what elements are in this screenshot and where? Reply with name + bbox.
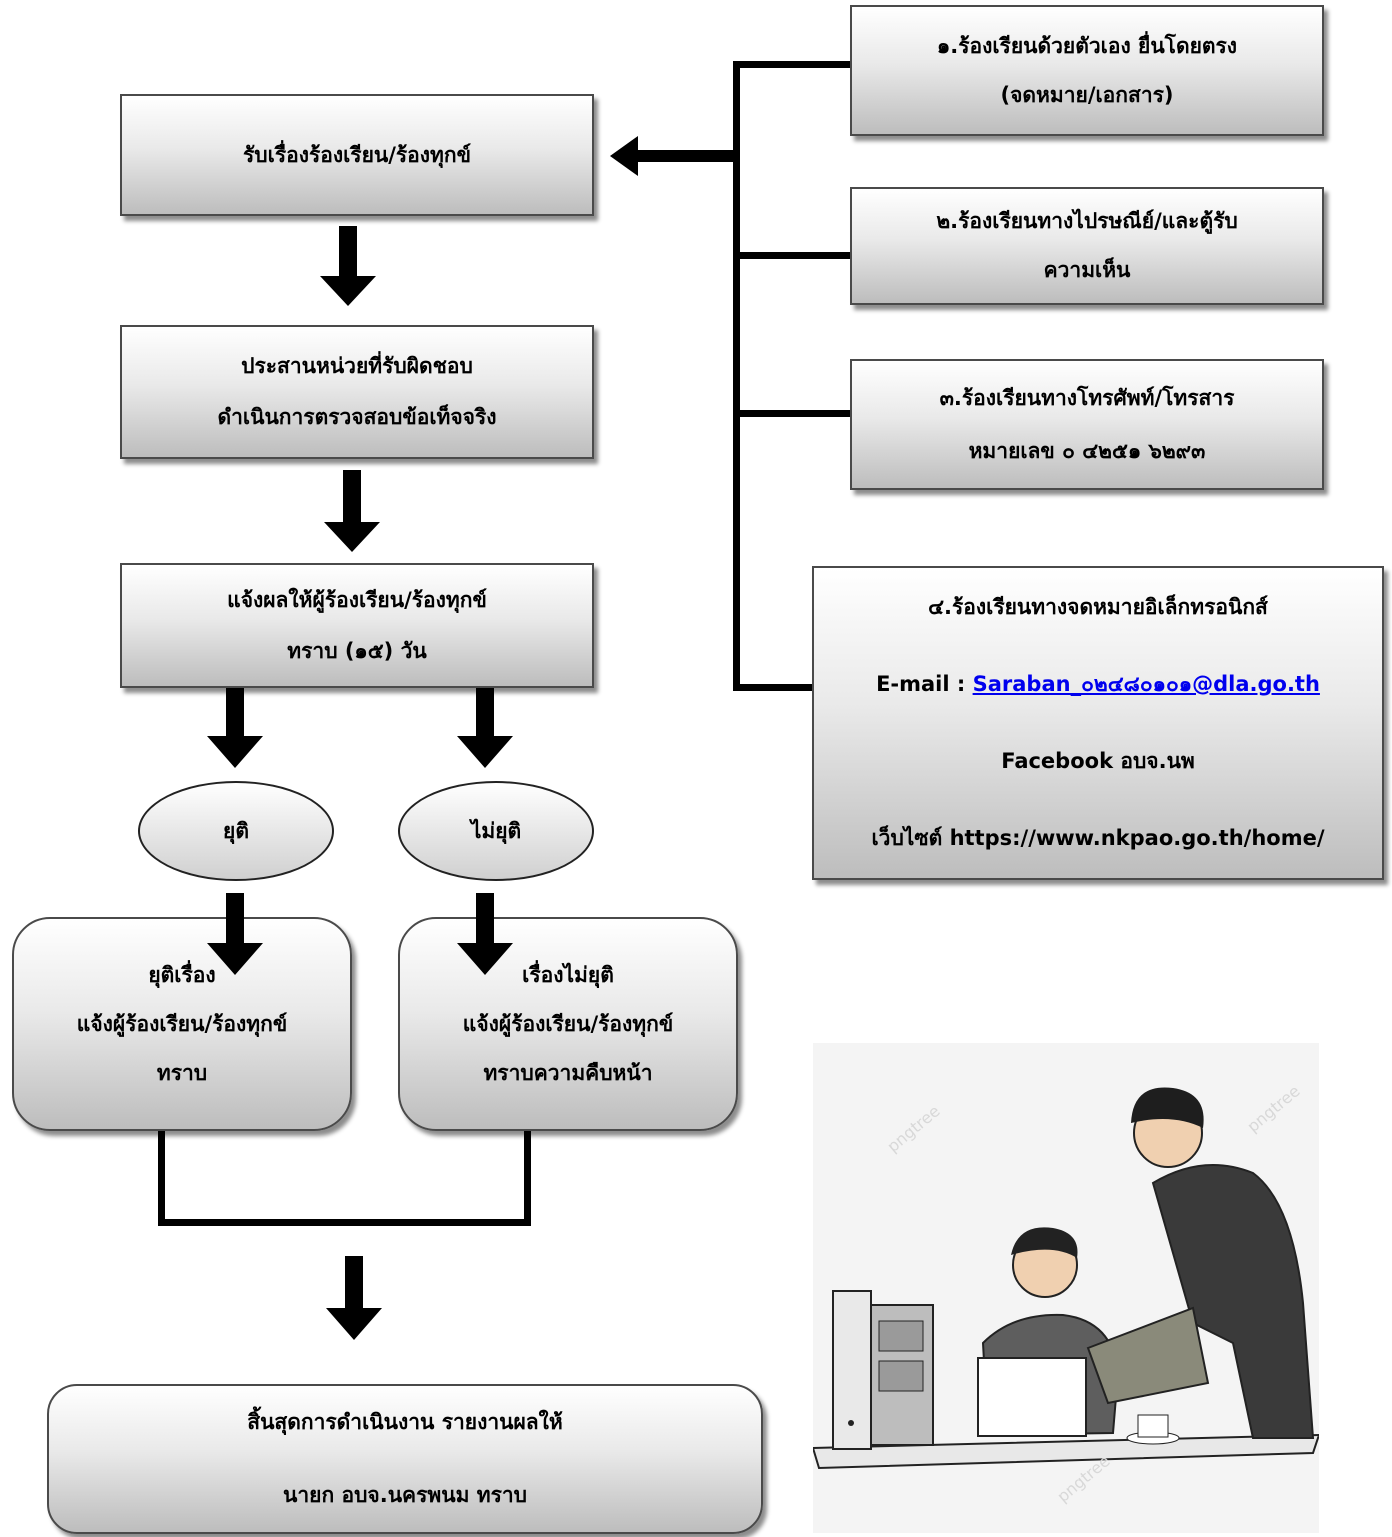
- merge-line-right: [524, 1131, 531, 1226]
- unresolved-result-line-2: แจ้งผู้ร้องเรียน/ร้องทุกข์: [462, 1011, 674, 1036]
- coordinate-box: ประสานหน่วยที่รับผิดชอบ ดำเนินการตรวจสอบ…: [120, 325, 594, 459]
- merge-line-bottom: [158, 1219, 531, 1226]
- email-link[interactable]: Saraban_๐๒๔๘๐๑๐๑@dla.go.th: [972, 672, 1320, 696]
- channel-1-line-2: (จดหมาย/เอกสาร): [1000, 82, 1174, 107]
- receive-complaint-box: รับเรื่องร้องเรียน/ร้องทุกข์: [120, 94, 594, 216]
- unresolved-result-box: เรื่องไม่ยุติ แจ้งผู้ร้องเรียน/ร้องทุกข์…: [398, 917, 738, 1131]
- unresolved-label: ไม่ยุติ: [470, 818, 522, 843]
- down-arrow-icon: [326, 1256, 382, 1340]
- resolved-result-box: ยุติเรื่อง แจ้งผู้ร้องเรียน/ร้องทุกข์ ทร…: [12, 917, 352, 1131]
- watermark-text: pngtree: [1243, 1081, 1303, 1136]
- website-text: เว็บไซต์ https://www.nkpao.go.th/home/: [871, 826, 1325, 850]
- channel-4-email-row: E-mail : Saraban_๐๒๔๘๐๑๐๑@dla.go.th: [876, 668, 1320, 701]
- unresolved-result-line-3: ทราบความคืบหน้า: [483, 1060, 653, 1085]
- resolved-result-line-1: ยุติเรื่อง: [148, 962, 216, 987]
- down-arrow-icon: [320, 226, 376, 306]
- channel-connector-4: [733, 684, 813, 691]
- unresolved-ellipse: ไม่ยุติ: [398, 781, 594, 881]
- channel-3-box: ๓.ร้องเรียนทางโทรศัพท์/โทรสาร หมายเลข ๐ …: [850, 359, 1324, 490]
- down-arrow-icon: [457, 688, 513, 768]
- watermark-text: pngtree: [883, 1101, 943, 1156]
- channel-2-line-1: ๒.ร้องเรียนทางไปรษณีย์/และตู้รับ: [936, 209, 1238, 233]
- office-workers-illustration: pngtree pngtree pngtree: [813, 1043, 1319, 1533]
- down-arrow-icon: [457, 893, 513, 975]
- channel-connector-3: [733, 410, 851, 417]
- resolved-result-line-2: แจ้งผู้ร้องเรียน/ร้องทุกข์: [76, 1011, 288, 1036]
- resolved-label: ยุติ: [223, 818, 249, 843]
- coordinate-line-1: ประสานหน่วยที่รับผิดชอบ: [241, 354, 473, 378]
- end-process-box: สิ้นสุดการดำเนินงาน รายงานผลให้ นายก อบจ…: [47, 1384, 763, 1534]
- unresolved-result-line-1: เรื่องไม่ยุติ: [522, 962, 614, 987]
- channel-connector-1: [733, 61, 851, 68]
- channel-2-line-2: ความเห็น: [1043, 258, 1131, 282]
- notify-line-2: ทราบ (๑๕) วัน: [287, 638, 427, 663]
- facebook-text: Facebook อบจ.นพ: [1001, 749, 1195, 773]
- channel-connector-2: [733, 252, 851, 259]
- receive-complaint-label: รับเรื่องร้องเรียน/ร้องทุกข์: [243, 142, 471, 167]
- channel-bus-vertical: [733, 61, 740, 691]
- channel-1-box: ๑.ร้องเรียนด้วยตัวเอง ยื่นโดยตรง (จดหมาย…: [850, 5, 1324, 136]
- channel-1-line-1: ๑.ร้องเรียนด้วยตัวเอง ยื่นโดยตรง: [936, 33, 1238, 58]
- notify-line-1: แจ้งผลให้ผู้ร้องเรียน/ร้องทุกข์: [227, 587, 487, 612]
- channel-2-box: ๒.ร้องเรียนทางไปรษณีย์/และตู้รับ ความเห็…: [850, 187, 1324, 305]
- channel-4-box: ๔.ร้องเรียนทางจดหมายอิเล็กทรอนิกส์ E-mai…: [812, 566, 1384, 880]
- office-scene-icon: pngtree pngtree pngtree: [813, 1081, 1319, 1506]
- down-arrow-icon: [207, 893, 263, 975]
- coordinate-line-2: ดำเนินการตรวจสอบข้อเท็จจริง: [217, 405, 497, 429]
- channel-3-line-1: ๓.ร้องเรียนทางโทรศัพท์/โทรสาร: [939, 385, 1235, 410]
- down-arrow-icon: [324, 470, 380, 552]
- down-arrow-icon: [207, 688, 263, 768]
- merge-line-left: [158, 1131, 165, 1226]
- email-label: E-mail :: [876, 672, 973, 696]
- resolved-result-line-3: ทราบ: [156, 1060, 208, 1085]
- notify-result-box: แจ้งผลให้ผู้ร้องเรียน/ร้องทุกข์ ทราบ (๑๕…: [120, 563, 594, 688]
- end-line-1: สิ้นสุดการดำเนินงาน รายงานผลให้: [247, 1410, 563, 1434]
- channel-3-line-2: หมายเลข ๐ ๔๒๕๑ ๖๒๙๓: [968, 438, 1206, 463]
- end-line-2: นายก อบจ.นครพนม ทราบ: [283, 1483, 527, 1507]
- channel-to-receive-shaft: [630, 150, 736, 162]
- resolved-ellipse: ยุติ: [138, 781, 334, 881]
- channel-4-title: ๔.ร้องเรียนทางจดหมายอิเล็กทรอนิกส์: [928, 595, 1268, 619]
- left-arrow-icon: [610, 136, 638, 176]
